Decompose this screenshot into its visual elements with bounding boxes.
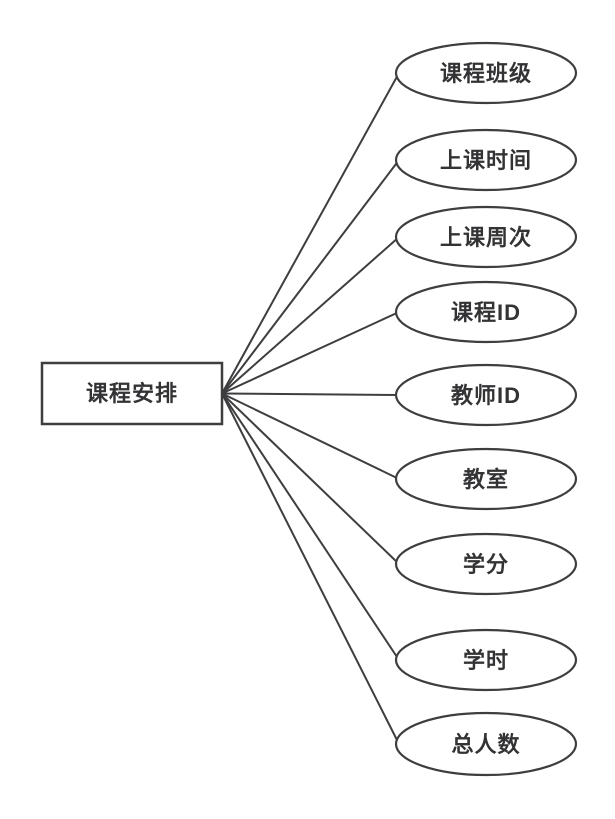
attribute-ellipse — [394, 711, 578, 777]
connector-line-class-hours — [221, 392, 400, 661]
connector-line-course-class — [221, 72, 400, 394]
connector-line-credits — [221, 392, 400, 565]
attribute-ellipse — [394, 280, 578, 344]
attribute-ellipse — [394, 532, 578, 596]
attribute-ellipse — [394, 628, 578, 692]
connector-line-course-id — [221, 311, 400, 395]
attribute-node-course-class: 课程班级 — [394, 41, 578, 105]
connector-line-classroom — [221, 392, 400, 480]
attribute-node-class-hours: 学时 — [394, 628, 578, 692]
connector-line-class-week — [221, 236, 400, 395]
connector-line-teacher-id — [221, 392, 400, 396]
attribute-ellipse — [394, 41, 578, 105]
attribute-label: 课程班级 — [440, 61, 532, 86]
attribute-node-class-time: 上课时间 — [394, 128, 578, 192]
attribute-label: 上课时间 — [440, 148, 532, 173]
attribute-label: 课程ID — [451, 300, 521, 325]
connector-line-total-count — [221, 393, 400, 745]
attribute-label: 教室 — [463, 467, 509, 492]
entity-rect — [40, 361, 224, 426]
connector-lines — [221, 72, 400, 745]
entity-label: 课程安排 — [86, 381, 178, 406]
entity-node: 课程安排 — [40, 361, 224, 426]
connector-line-class-time — [221, 159, 400, 395]
attribute-node-teacher-id: 教师ID — [394, 363, 578, 427]
attribute-label: 上课周次 — [440, 225, 532, 250]
attribute-label: 教师ID — [451, 383, 521, 408]
attribute-node-classroom: 教室 — [394, 447, 578, 511]
attribute-label: 学分 — [463, 552, 509, 577]
attribute-node-class-week: 上课周次 — [394, 205, 578, 269]
attribute-node-course-id: 课程ID — [394, 280, 578, 344]
attribute-ellipse — [394, 128, 578, 192]
attribute-label: 学时 — [463, 648, 509, 673]
attribute-ellipse — [394, 363, 578, 427]
attribute-node-total-count: 总人数 — [394, 711, 578, 777]
attribute-ellipse — [394, 447, 578, 511]
attribute-ellipse — [394, 205, 578, 269]
attribute-node-credits: 学分 — [394, 532, 578, 596]
attribute-label: 总人数 — [451, 732, 520, 757]
